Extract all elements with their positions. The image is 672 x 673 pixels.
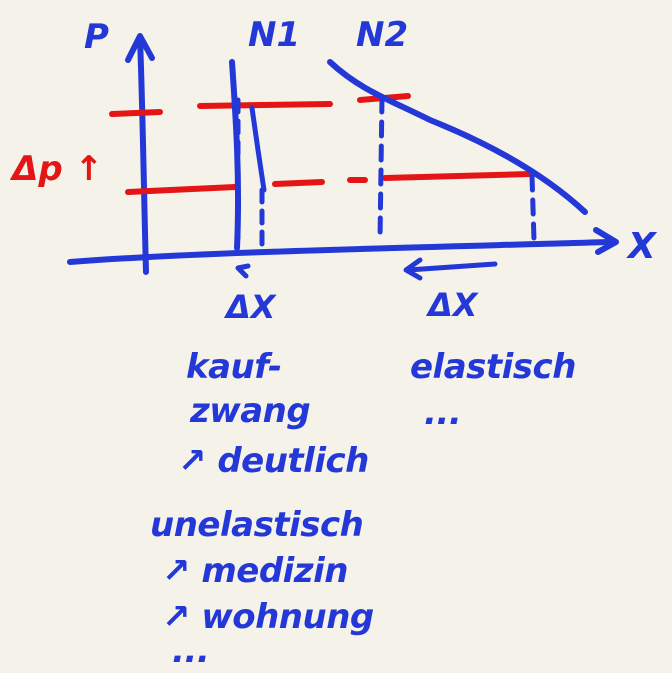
- price-change-label: Δp ↑: [9, 149, 103, 189]
- right-delta-arrow: [403, 257, 498, 281]
- x-axis: [67, 239, 613, 265]
- x-axis-arrowhead: [593, 227, 619, 255]
- y-axis: [137, 35, 149, 275]
- n2-drop-line-upper: [377, 95, 385, 243]
- x-axis-label: X: [626, 226, 658, 267]
- n1-shift-line: [249, 105, 267, 193]
- demand-curve-n2: [327, 59, 588, 215]
- n2-drop-line-lower: [529, 173, 537, 243]
- delta-x-right: ΔX: [425, 286, 479, 324]
- note-right-2: ...: [424, 393, 462, 433]
- note-left-6: ↗ wohnung: [162, 597, 374, 637]
- note-left-4: unelastisch: [150, 505, 364, 545]
- curve-label-n2: N2: [356, 15, 408, 55]
- delta-x-left: ΔX: [223, 288, 277, 326]
- note-left-2: zwang: [190, 391, 311, 431]
- note-left-1: kauf-: [186, 347, 282, 387]
- curve-label-n1: N1: [248, 15, 300, 55]
- note-left-3: ↗ deutlich: [178, 441, 369, 481]
- note-left-5: ↗ medizin: [162, 551, 348, 591]
- left-delta-arrow: [235, 263, 251, 279]
- price-line-lower: [125, 171, 533, 195]
- y-axis-arrowhead: [125, 33, 155, 63]
- price-line-upper: [109, 93, 411, 117]
- y-axis-label: P: [84, 17, 109, 57]
- note-left-7: ...: [172, 631, 210, 671]
- note-right-1: elastisch: [410, 347, 576, 387]
